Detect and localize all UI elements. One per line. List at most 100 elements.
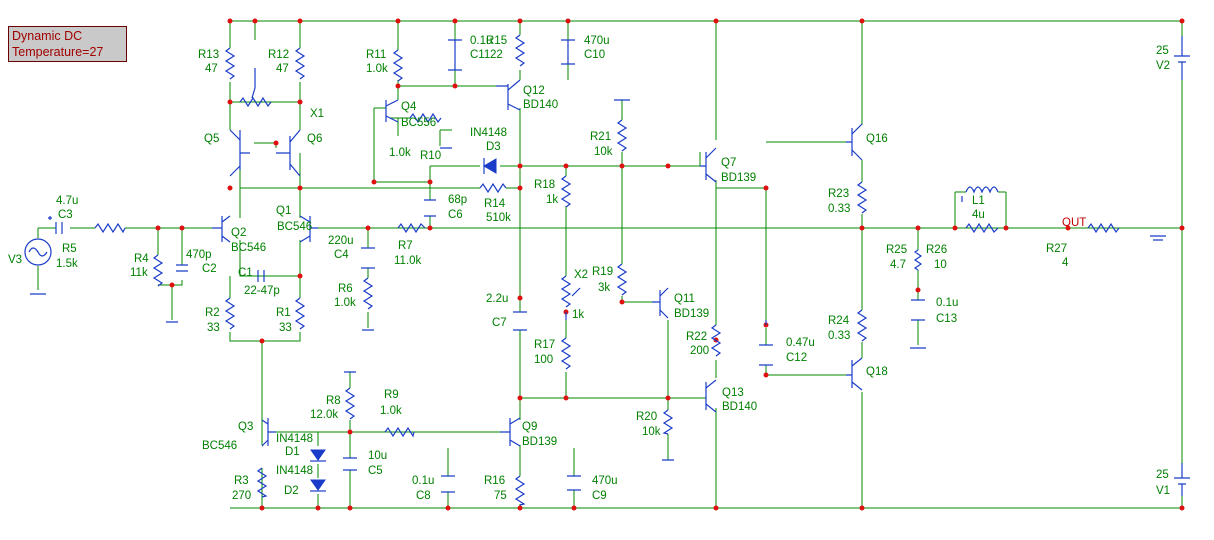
label-v1: V1: [1156, 485, 1170, 497]
transistor-q3: [261, 418, 276, 447]
label-q2-value: BC546: [231, 242, 266, 254]
label-d2: D2: [284, 485, 299, 497]
transistor-q4: [385, 99, 399, 123]
label-q7: Q7: [721, 157, 736, 169]
label-c3-value: 4.7u: [56, 195, 78, 207]
label-d2-value: IN4148: [276, 465, 313, 477]
label-r13: R13: [198, 49, 219, 61]
label-c7-value: 2.2u: [486, 293, 508, 305]
transistor-q1: [299, 215, 318, 243]
diode-d3: [483, 158, 497, 174]
resistor-r4: [152, 254, 164, 287]
label-r4-value: 11k: [130, 267, 148, 279]
label-d3-value: IN4148: [470, 127, 507, 139]
label-v1-value: 25: [1156, 469, 1169, 481]
label-r14-value: 510k: [486, 212, 511, 224]
battery-v1: [1174, 463, 1190, 496]
label-l1-value: 4u: [972, 209, 985, 221]
label-q3-value: BC546: [202, 440, 237, 452]
label-r2-value: 33: [207, 322, 220, 334]
transistor-q18: [846, 357, 863, 391]
label-d1: D1: [285, 446, 300, 458]
label-q16: Q16: [866, 133, 888, 145]
label-x1: X1: [310, 108, 324, 120]
label-q1-value: BC546: [277, 221, 312, 233]
capacitor-c11: [448, 39, 462, 71]
resistor-r8: [344, 387, 356, 420]
resistor-r22: [710, 324, 722, 357]
label-c4-value: 220u: [328, 235, 354, 247]
transistor-q11: [652, 287, 669, 319]
label-q12: Q12: [523, 85, 545, 97]
transistor-q12: [496, 79, 521, 111]
diode-d2: [310, 479, 326, 491]
capacitor-c3: [48, 216, 63, 234]
resistor-r2: [224, 297, 236, 330]
label-r24: R24: [828, 315, 850, 327]
transistor-q5: [229, 129, 250, 177]
label-x2-value: 1k: [572, 309, 584, 321]
resistor-r19: [616, 263, 628, 296]
label-q13-value: BD140: [722, 401, 757, 413]
resistor-r3: [256, 467, 268, 498]
label-d1-value: IN4148: [276, 433, 313, 445]
label-q11: Q11: [674, 293, 695, 305]
transistor-q2: [212, 215, 231, 243]
label-r13-value: 47: [205, 63, 218, 75]
label-q18: Q18: [866, 366, 888, 378]
label-c6-value: 68p: [448, 194, 467, 206]
label-c3: C3: [58, 209, 73, 221]
label-r23-value: 0.33: [828, 203, 850, 215]
transistor-q13: [705, 379, 717, 413]
resistor-r21: [616, 119, 628, 152]
label-r11-value: 1.0k: [366, 63, 388, 75]
label-r19-value: 3k: [598, 282, 610, 294]
label-c11: C11: [470, 49, 490, 61]
label-c10-value: 470u: [584, 35, 610, 47]
label-r5-value: 1.5k: [56, 258, 78, 270]
transistor-q6: [276, 129, 301, 177]
label-r7-value: 11.0k: [394, 255, 422, 267]
label-r10-value: 1.0k: [389, 147, 411, 159]
label-r15: R15: [486, 35, 507, 47]
capacitor-c8: [441, 475, 455, 493]
label-r23: R23: [828, 188, 849, 200]
label-q4-value: BC556: [401, 117, 436, 129]
capacitor-c7: [513, 311, 527, 331]
label-r26-value: 10: [934, 259, 947, 271]
label-r9: R9: [384, 389, 399, 401]
component-symbols: [24, 34, 1190, 506]
junction-nodes: [155, 18, 1185, 511]
label-c7: C7: [492, 317, 507, 329]
label-c11-value: 0.1u: [470, 35, 492, 47]
label-r4: R4: [134, 253, 149, 265]
label-r16: R16: [484, 475, 505, 487]
label-r2: R2: [205, 307, 220, 319]
label-q11-value: BD139: [674, 308, 709, 320]
diode-d1: [310, 449, 326, 461]
label-r8: R8: [326, 395, 341, 407]
label-r12-value: 47: [276, 63, 289, 75]
label-r21: R21: [590, 131, 611, 143]
label-r12: R12: [268, 49, 289, 61]
label-r22-value: 200: [690, 345, 709, 357]
label-q2: Q2: [231, 227, 246, 239]
resistor-r10: [409, 112, 442, 124]
label-r17-value: 100: [534, 354, 553, 366]
ac-source-v3: [24, 238, 52, 266]
label-c8: C8: [416, 490, 431, 502]
resistor-r27: [1087, 222, 1120, 234]
label-q7-value: BD139: [721, 172, 756, 184]
label-r22: R22: [686, 331, 707, 343]
label-r11: R11: [366, 49, 386, 61]
label-r10: R10: [420, 150, 441, 162]
capacitor-c1: [257, 270, 265, 282]
label-c2: C2: [202, 263, 217, 275]
label-x2: X2: [574, 269, 588, 281]
resistor-r15: [514, 34, 526, 67]
label-c2-value: 470p: [186, 249, 212, 261]
analysis-mode-text: Dynamic DC: [12, 29, 83, 43]
label-r17: R17: [534, 339, 555, 351]
resistor-r6: [362, 277, 374, 310]
